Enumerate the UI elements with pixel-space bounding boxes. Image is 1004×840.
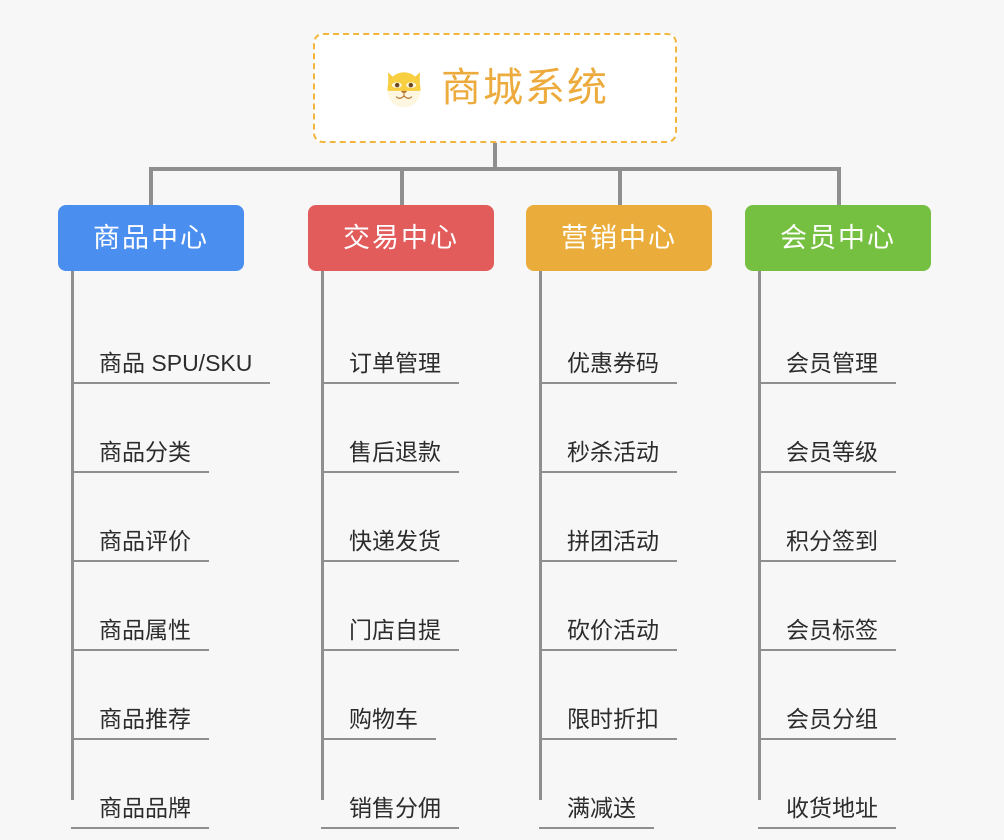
branch-item-label: 门店自提	[321, 617, 459, 651]
branch-item-label: 商品推荐	[71, 706, 209, 740]
branch-header-label-4: 会员中心	[780, 222, 896, 253]
list-item[interactable]: 优惠券码	[526, 295, 712, 384]
branch-header-3[interactable]: 营销中心	[526, 205, 712, 271]
connector-root-trunk	[493, 143, 497, 171]
list-item[interactable]: 收货地址	[745, 740, 931, 829]
branch-item-label: 商品 SPU/SKU	[71, 350, 271, 384]
branch-item-label: 商品属性	[71, 617, 209, 651]
branch-spine-1	[71, 271, 74, 800]
branch-item-label: 快递发货	[321, 528, 459, 562]
list-item[interactable]: 限时折扣	[526, 651, 712, 740]
list-item[interactable]: 会员标签	[745, 562, 931, 651]
branch-item-label: 会员管理	[758, 350, 896, 384]
list-item[interactable]: 快递发货	[308, 473, 494, 562]
list-item[interactable]: 商品推荐	[58, 651, 244, 740]
branch-column-2: 交易中心 订单管理 售后退款 快递发货 门店自提 购物车 销售分佣	[308, 205, 494, 829]
branch-item-label: 收货地址	[758, 795, 896, 829]
list-item[interactable]: 会员管理	[745, 295, 931, 384]
root-node-title: 商城系统	[441, 66, 609, 110]
connector-drop-branch-3	[618, 167, 622, 209]
list-item[interactable]: 积分签到	[745, 473, 931, 562]
branch-item-label: 砍价活动	[539, 617, 677, 651]
branch-item-label: 限时折扣	[539, 706, 677, 740]
list-item[interactable]: 满减送	[526, 740, 712, 829]
branch-column-3: 营销中心 优惠券码 秒杀活动 拼团活动 砍价活动 限时折扣 满减送	[526, 205, 712, 829]
list-item[interactable]: 拼团活动	[526, 473, 712, 562]
branch-item-label: 购物车	[321, 706, 436, 740]
connector-horizontal-bus	[149, 167, 841, 171]
root-node-shop-system[interactable]: 商城系统	[313, 33, 677, 143]
branch-items-3: 优惠券码 秒杀活动 拼团活动 砍价活动 限时折扣 满减送	[526, 271, 712, 829]
list-item[interactable]: 会员分组	[745, 651, 931, 740]
list-item[interactable]: 门店自提	[308, 562, 494, 651]
branch-column-1: 商品中心 商品 SPU/SKU 商品分类 商品评价 商品属性 商品推荐 商品品牌	[58, 205, 271, 829]
branch-item-label: 商品品牌	[71, 795, 209, 829]
branch-spine-4	[758, 271, 761, 800]
branch-item-label: 积分签到	[758, 528, 896, 562]
branch-item-label: 售后退款	[321, 439, 459, 473]
branch-item-label: 订单管理	[321, 350, 459, 384]
branch-item-label: 会员标签	[758, 617, 896, 651]
branch-items-1: 商品 SPU/SKU 商品分类 商品评价 商品属性 商品推荐 商品品牌	[58, 271, 271, 829]
branch-item-label: 满减送	[539, 795, 654, 829]
list-item[interactable]: 会员等级	[745, 384, 931, 473]
connector-drop-branch-2	[400, 167, 404, 209]
branch-item-label: 优惠券码	[539, 350, 677, 384]
list-item[interactable]: 购物车	[308, 651, 494, 740]
connector-drop-branch-4	[837, 167, 841, 209]
branch-item-label: 商品分类	[71, 439, 209, 473]
branch-column-4: 会员中心 会员管理 会员等级 积分签到 会员标签 会员分组 收货地址	[745, 205, 931, 829]
list-item[interactable]: 秒杀活动	[526, 384, 712, 473]
list-item[interactable]: 销售分佣	[308, 740, 494, 829]
list-item[interactable]: 砍价活动	[526, 562, 712, 651]
shiba-dog-face-icon	[387, 72, 421, 108]
branch-header-4[interactable]: 会员中心	[745, 205, 931, 271]
list-item[interactable]: 商品分类	[58, 384, 244, 473]
branch-item-label: 会员分组	[758, 706, 896, 740]
branch-item-label: 秒杀活动	[539, 439, 677, 473]
branch-header-label-3: 营销中心	[561, 222, 677, 253]
branch-spine-2	[321, 271, 324, 800]
list-item[interactable]: 商品品牌	[58, 740, 244, 829]
branch-item-label: 拼团活动	[539, 528, 677, 562]
list-item[interactable]: 商品评价	[58, 473, 244, 562]
branch-header-1[interactable]: 商品中心	[58, 205, 244, 271]
branch-header-label-1: 商品中心	[93, 222, 209, 253]
branch-header-label-2: 交易中心	[343, 222, 459, 253]
branch-item-label: 会员等级	[758, 439, 896, 473]
branch-header-2[interactable]: 交易中心	[308, 205, 494, 271]
branch-item-label: 商品评价	[71, 528, 209, 562]
branch-items-2: 订单管理 售后退款 快递发货 门店自提 购物车 销售分佣	[308, 271, 494, 829]
list-item[interactable]: 订单管理	[308, 295, 494, 384]
list-item[interactable]: 商品 SPU/SKU	[58, 295, 271, 384]
branch-spine-3	[539, 271, 542, 800]
branch-items-4: 会员管理 会员等级 积分签到 会员标签 会员分组 收货地址	[745, 271, 931, 829]
list-item[interactable]: 商品属性	[58, 562, 244, 651]
connector-drop-branch-1	[149, 167, 153, 209]
list-item[interactable]: 售后退款	[308, 384, 494, 473]
branch-item-label: 销售分佣	[321, 795, 459, 829]
